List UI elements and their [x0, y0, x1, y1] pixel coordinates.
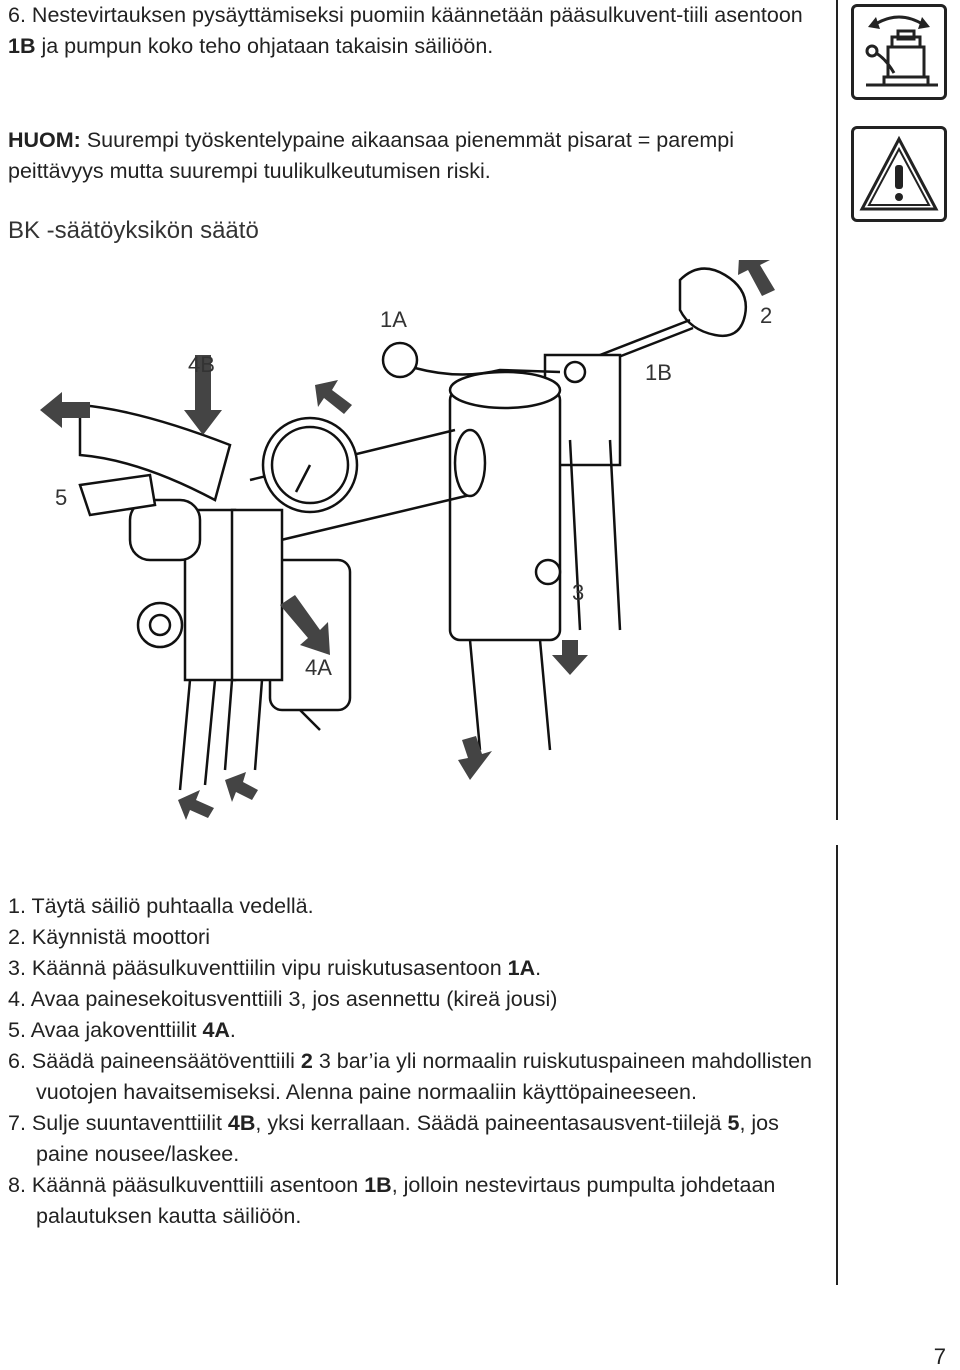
list-item: 2. Käynnistä moottori [8, 925, 210, 949]
section-heading: BK -säätöyksikön säätö [8, 217, 259, 244]
list-item: 4. Avaa painesekoitusventtiili 3, jos as… [8, 987, 558, 1011]
note-text: Suurempi työskentelypaine aikaansaa pien… [8, 128, 734, 183]
label-1A: 1A [380, 307, 407, 332]
step-number: 6. [8, 3, 26, 27]
margin-rule-bottom [836, 845, 838, 1285]
note-paragraph: HUOM: Suurempi työskentelypaine aikaansa… [8, 125, 818, 187]
label-3: 3 [572, 580, 584, 605]
procedure-steps: 1. Täytä säiliö puhtaalla vedellä. 2. Kä… [8, 891, 828, 1232]
step-text-end: ja pumpun koko teho ohjataan takaisin sä… [35, 34, 494, 58]
label-4B: 4B [188, 352, 215, 377]
margin-rule-top [836, 0, 838, 820]
intro-step-6: 6. Nestevirtauksen pysäyttämiseksi puomi… [8, 0, 818, 62]
list-item: 1. Täytä säiliö puhtaalla vedellä. [8, 894, 314, 918]
label-5: 5 [55, 485, 67, 510]
step-bold: 1B [8, 34, 36, 58]
list-item: 8. Käännä pääsulkuventtiili asentoon 1B,… [8, 1173, 776, 1228]
page-number: 7 [933, 1344, 946, 1369]
list-item: 5. Avaa jakoventtiilit 4A. [8, 1018, 236, 1042]
rotate-valve-icon [851, 4, 947, 100]
label-2: 2 [760, 303, 772, 328]
label-1B: 1B [645, 360, 672, 385]
list-item: 3. Käännä pääsulkuventtiilin vipu ruisku… [8, 956, 542, 980]
warning-icon [851, 126, 947, 222]
list-item: 6. Säädä paineensäätöventtiili 2 3 bar’i… [8, 1049, 812, 1104]
list-item: 7. Sulje suuntaventtiilit 4B, yksi kerra… [8, 1111, 779, 1166]
label-4A: 4A [305, 655, 332, 680]
note-label: HUOM: [8, 128, 81, 152]
step-text: Nestevirtauksen pysäyttämiseksi puomiin … [31, 3, 803, 27]
valve-unit-diagram: 1A 2 1B 4B 5 3 4A [40, 260, 775, 820]
